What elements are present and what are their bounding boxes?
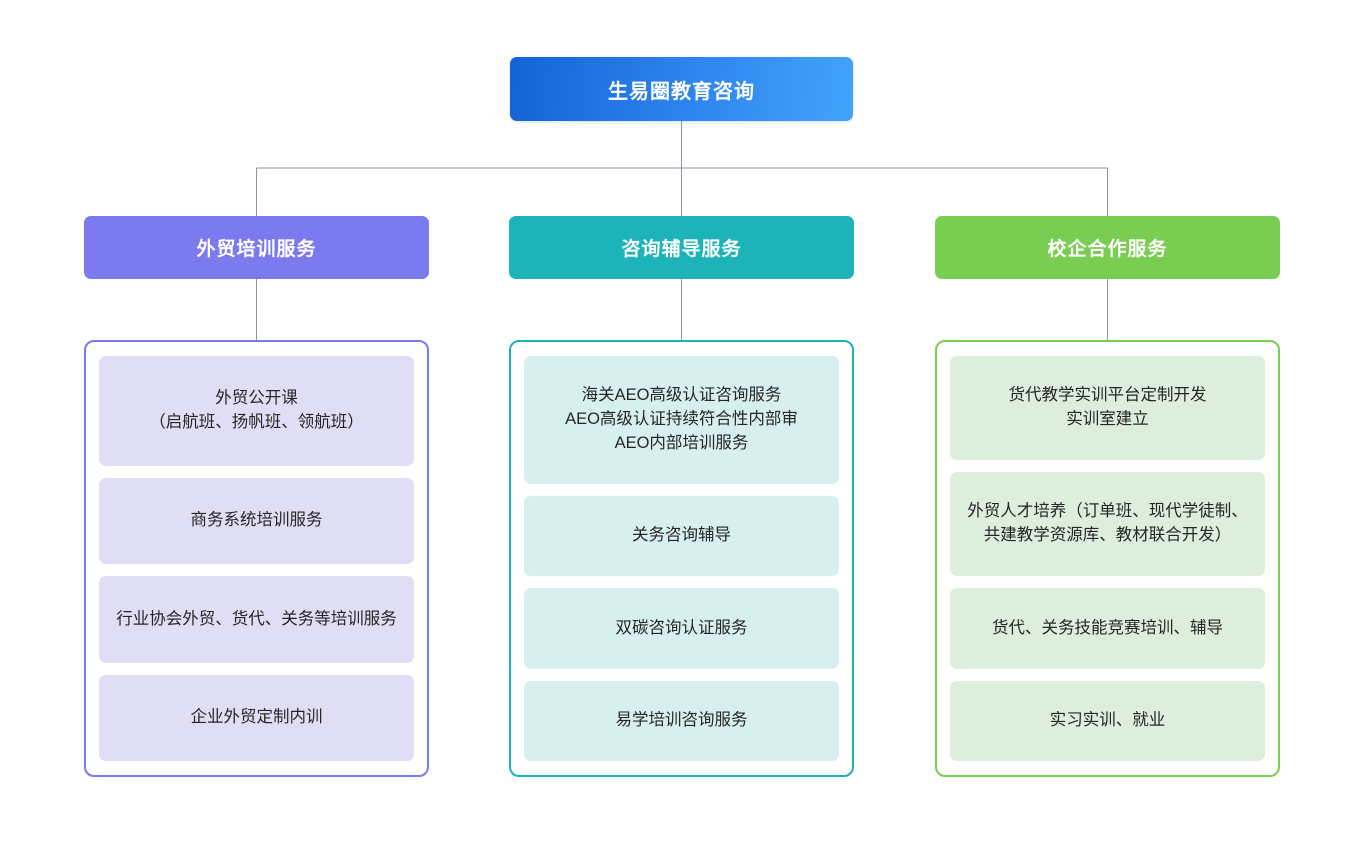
branch-header-3[interactable]: 校企合作服务 <box>935 216 1280 279</box>
branch-header-1[interactable]: 外贸培训服务 <box>84 216 429 279</box>
root-node[interactable]: 生易圈教育咨询 <box>510 57 853 121</box>
item-card[interactable]: 外贸公开课 （启航班、扬帆班、领航班） <box>99 356 414 467</box>
branch-column-3: 校企合作服务 货代教学实训平台定制开发 实训室建立 外贸人才培养（订单班、现代学… <box>935 216 1280 777</box>
item-card[interactable]: 行业协会外贸、货代、关务等培训服务 <box>99 576 414 663</box>
item-card-label: 企业外贸定制内训 <box>190 707 323 726</box>
item-card[interactable]: 商务系统培训服务 <box>99 478 414 565</box>
item-card[interactable]: 外贸人才培养（订单班、现代学徒制、共建教学资源库、教材联合开发） <box>950 472 1265 577</box>
item-card[interactable]: 双碳咨询认证服务 <box>524 588 839 669</box>
item-card-label: 商务系统培训服务 <box>190 511 323 530</box>
branch-column-2: 咨询辅导服务 海关AEO高级认证咨询服务 AEO高级认证持续符合性内部审 AEO… <box>509 216 854 777</box>
item-card-label: 双碳咨询认证服务 <box>615 618 748 637</box>
branch-items-box-3: 货代教学实训平台定制开发 实训室建立 外贸人才培养（订单班、现代学徒制、共建教学… <box>935 340 1280 777</box>
branch-header-label-2: 咨询辅导服务 <box>621 239 742 260</box>
root-node-label: 生易圈教育咨询 <box>608 80 755 103</box>
item-card[interactable]: 易学培训咨询服务 <box>524 680 839 762</box>
branch-header-2[interactable]: 咨询辅导服务 <box>509 216 854 279</box>
item-card-label: 海关AEO高级认证咨询服务 AEO高级认证持续符合性内部审 AEO内部培训服务 <box>565 386 798 453</box>
item-card[interactable]: 企业外贸定制内训 <box>99 674 414 761</box>
item-card[interactable]: 关务咨询辅导 <box>524 496 839 577</box>
item-card-label: 实习实训、就业 <box>1049 710 1166 729</box>
branch-items-box-2: 海关AEO高级认证咨询服务 AEO高级认证持续符合性内部审 AEO内部培训服务 … <box>509 340 854 777</box>
item-card-label: 行业协会外贸、货代、关务等培训服务 <box>116 609 397 628</box>
item-card[interactable]: 货代教学实训平台定制开发 实训室建立 <box>950 356 1265 461</box>
item-card-label: 关务咨询辅导 <box>632 526 731 545</box>
branch-column-1: 外贸培训服务 外贸公开课 （启航班、扬帆班、领航班） 商务系统培训服务 行业协会… <box>84 216 429 777</box>
item-card[interactable]: 实习实训、就业 <box>950 680 1265 762</box>
item-card[interactable]: 海关AEO高级认证咨询服务 AEO高级认证持续符合性内部审 AEO内部培训服务 <box>524 356 839 485</box>
branch-header-label-3: 校企合作服务 <box>1047 239 1168 260</box>
item-card-label: 易学培训咨询服务 <box>615 710 748 729</box>
item-card-label: 货代、关务技能竞赛培训、辅导 <box>992 618 1223 637</box>
branch-items-box-1: 外贸公开课 （启航班、扬帆班、领航班） 商务系统培训服务 行业协会外贸、货代、关… <box>84 340 429 777</box>
item-card[interactable]: 货代、关务技能竞赛培训、辅导 <box>950 588 1265 669</box>
item-card-label: 外贸人才培养（订单班、现代学徒制、共建教学资源库、教材联合开发） <box>967 502 1248 545</box>
item-card-label: 外贸公开课 （启航班、扬帆班、领航班） <box>149 389 364 432</box>
item-card-label: 货代教学实训平台定制开发 实训室建立 <box>1008 386 1207 429</box>
branch-header-label-1: 外贸培训服务 <box>196 239 317 260</box>
